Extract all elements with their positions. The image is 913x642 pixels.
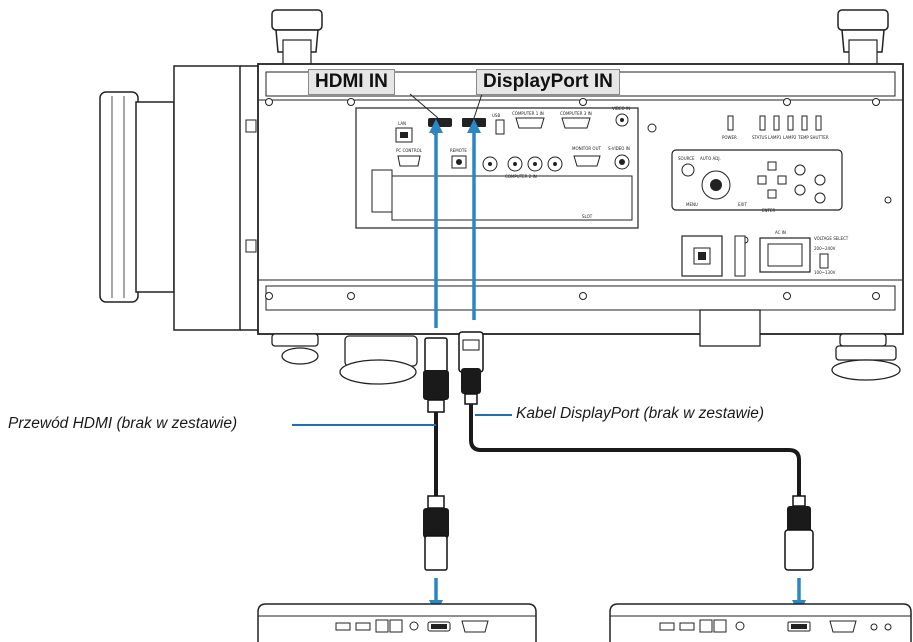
panel-label-200v: 200~240V: [814, 246, 836, 251]
hdmi-cable: [423, 338, 449, 570]
laptop-dp-port: [791, 624, 807, 629]
panel-label-computer1: COMPUTER 1 IN: [512, 111, 544, 116]
panel-label-computer2: COMPUTER 2 IN: [505, 174, 537, 179]
panel-label-video: VIDEO IN: [612, 106, 630, 111]
panel-label-100v: 100~130V: [814, 270, 836, 275]
control-auto-adj: AUTO ADJ.: [700, 156, 721, 161]
connector-panel: LAN USB COMPUTER 1 IN COMPUTER 3 IN VIDE…: [356, 106, 638, 228]
top-handle-left: [272, 10, 322, 66]
indicator-status: STATUS: [752, 135, 767, 140]
control-menu: MENU: [686, 202, 698, 207]
laptop-hdmi-port: [431, 624, 447, 629]
projector: LAN USB COMPUTER 1 IN COMPUTER 3 IN VIDE…: [100, 10, 903, 384]
laptop-displayport: [610, 604, 911, 642]
control-exit: EXIT: [738, 202, 747, 207]
indicator-lamp2: LAMP2: [783, 135, 797, 140]
panel-label-pc-control: PC CONTROL: [396, 148, 423, 153]
control-panel: SOURCE AUTO ADJ. MENU EXIT ENTER: [672, 150, 842, 213]
panel-label-usb: USB: [492, 113, 500, 118]
indicator-shutter: SHUTTER: [810, 135, 829, 140]
top-handle-right: [838, 10, 888, 66]
indicator-temp: TEMP: [797, 135, 809, 140]
indicator-power: POWER: [722, 135, 737, 140]
panel-label-monitor-out: MONITOR OUT: [572, 146, 601, 151]
indicator-lamp1: LAMP1: [768, 135, 782, 140]
control-enter: ENTER: [762, 208, 775, 213]
label-hdmi-cable: Przewód HDMI (brak w zestawie): [8, 415, 237, 433]
panel-label-remote: REMOTE: [450, 148, 467, 153]
panel-label-s-video: S-VIDEO IN: [608, 146, 630, 151]
displayport-cable: [459, 332, 813, 570]
projector-lens: [100, 66, 260, 330]
displayport-port: [462, 118, 486, 127]
callout-displayport-in: DisplayPort IN: [476, 69, 620, 95]
laptop-hdmi: [258, 604, 536, 642]
hdmi-port: [428, 118, 452, 127]
control-source: SOURCE: [678, 156, 695, 161]
panel-label-ac-in: AC IN: [775, 230, 786, 235]
callout-hdmi-in: HDMI IN: [308, 69, 395, 95]
panel-label-computer3: COMPUTER 3 IN: [560, 111, 592, 116]
panel-label-slot: SLOT: [582, 214, 593, 219]
label-displayport-cable: Kabel DisplayPort (brak w zestawie): [516, 405, 764, 423]
panel-label-lan: LAN: [398, 121, 406, 126]
panel-label-voltage-select: VOLTAGE SELECT: [814, 236, 849, 241]
